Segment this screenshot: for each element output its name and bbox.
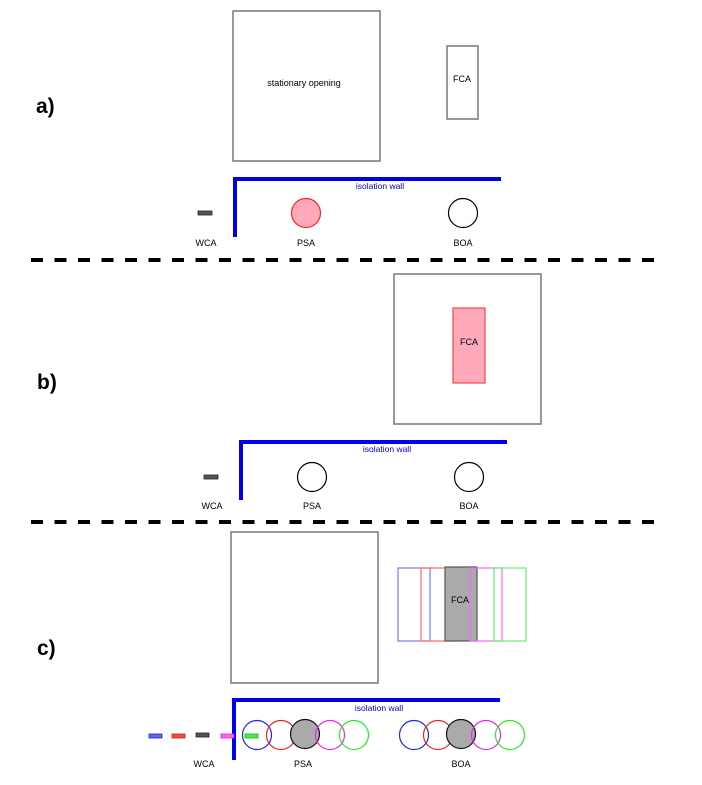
psa-variant-gray <box>289 718 321 750</box>
psa-label: PSA <box>297 238 315 248</box>
boa-circle <box>447 197 479 229</box>
isolation-wall <box>233 177 501 237</box>
boa-variant-gray <box>445 718 477 750</box>
fca-variant-blue <box>397 567 431 642</box>
boa-label: BOA <box>453 238 472 248</box>
panel-c-label: c) <box>37 637 56 660</box>
boa-variant-magenta <box>470 719 502 751</box>
panel-a-label: a) <box>36 95 55 118</box>
wca-variant-gray <box>195 732 210 738</box>
boa-variant-green <box>494 719 526 751</box>
fca-label: FCA <box>451 595 469 605</box>
boa-circle <box>453 461 485 493</box>
boa-label: BOA <box>459 501 478 511</box>
panel-b: b) FCA isolation wall WCA PSA BOA <box>37 273 542 511</box>
wca-variant-blue <box>148 733 163 739</box>
fca-box <box>452 307 486 384</box>
wca-variant-red <box>171 733 186 739</box>
panel-a: a) stationary opening FCA isolation wall… <box>36 10 501 248</box>
wca-marker <box>197 210 213 216</box>
isolation-wall <box>239 440 507 500</box>
wca-label: WCA <box>194 759 215 769</box>
isolation-wall-label: isolation wall <box>355 703 403 713</box>
isolation-wall-label: isolation wall <box>363 444 411 454</box>
psa-circle <box>290 197 322 229</box>
wca-label: WCA <box>196 238 217 248</box>
psa-variant-green <box>338 719 370 751</box>
fca-variant-magenta <box>469 567 503 642</box>
panel-b-label: b) <box>37 371 57 394</box>
psa-label: PSA <box>303 501 321 511</box>
isolation-wall-label: isolation wall <box>356 181 404 191</box>
wca-variant-magenta <box>220 733 235 739</box>
psa-circle <box>296 461 328 493</box>
wca-label: WCA <box>202 501 223 511</box>
stationary-opening-box <box>232 10 381 162</box>
fca-variant-green <box>493 567 527 642</box>
panel-c: c) FCA isolation wall WCA PSA BOA <box>37 531 527 769</box>
wca-marker <box>203 474 219 480</box>
stationary-opening-label: stationary opening <box>267 78 341 88</box>
fca-label: FCA <box>460 337 478 347</box>
fca-label: FCA <box>453 74 471 84</box>
wca-variant-green <box>244 733 259 739</box>
fca-variant-gray <box>444 566 478 642</box>
boa-label: BOA <box>451 759 470 769</box>
opening-box <box>393 273 542 425</box>
psa-variant-blue <box>241 719 273 751</box>
psa-variant-magenta <box>314 719 346 751</box>
psa-label: PSA <box>294 759 312 769</box>
isolation-wall <box>232 698 500 760</box>
fca-box <box>446 45 479 120</box>
boa-variant-blue <box>398 719 430 751</box>
opening-box <box>230 531 379 684</box>
